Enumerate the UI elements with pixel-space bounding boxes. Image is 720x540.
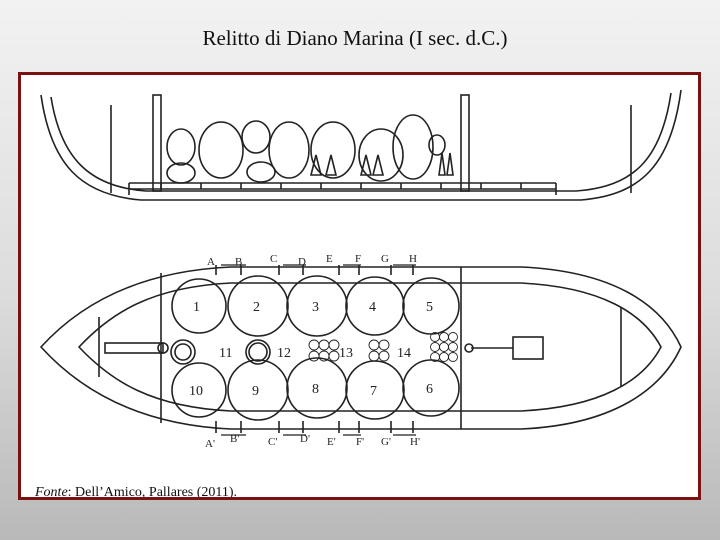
dolium-number: 9 <box>252 384 259 399</box>
hull-elevation <box>40 89 682 201</box>
dolia-numbers: 1 2 3 4 5 11 12 13 14 10 9 8 7 6 <box>189 300 433 399</box>
dolium-number: 3 <box>312 300 319 315</box>
source-text: : Dell’Amico, Pallares (2011). <box>67 485 238 500</box>
hull-plan <box>39 264 682 436</box>
section-label: C <box>270 253 277 265</box>
slide-title: Relitto di Diano Marina (I sec. d.C.) <box>202 26 508 50</box>
dolium-number: 11 <box>219 346 232 361</box>
dolium-number: 6 <box>426 382 433 397</box>
dolium-number: 2 <box>253 300 260 315</box>
dolium-number: 4 <box>369 300 376 315</box>
section-label: H' <box>410 436 420 448</box>
section-label: B' <box>230 433 239 445</box>
dolium-number: 13 <box>339 346 353 361</box>
dolium-number: 12 <box>277 346 291 361</box>
dolium-number: 7 <box>370 384 377 399</box>
section-label: F <box>355 253 361 265</box>
section-label: H <box>409 253 417 265</box>
ship-drawing: 1 2 3 4 5 11 12 13 14 10 9 8 7 6 A B C D… <box>39 89 682 450</box>
section-label: E <box>326 253 333 265</box>
dolium-number: 5 <box>426 300 433 315</box>
section-label: D <box>298 256 306 268</box>
section-label: E' <box>327 436 336 448</box>
section-label: F' <box>356 436 364 448</box>
section-label: D' <box>300 433 310 445</box>
dolium-number: 1 <box>193 300 200 315</box>
dolia-elevation <box>166 114 454 184</box>
source-label: Fonte <box>35 485 68 500</box>
section-label: G' <box>381 436 391 448</box>
section-label: A <box>207 256 215 268</box>
section-labels-bottom: A' B' C' D' E' F' G' H' <box>205 433 420 450</box>
section-label: G <box>381 253 389 265</box>
dolia-plan <box>170 275 460 421</box>
figure-frame: 1 2 3 4 5 11 12 13 14 10 9 8 7 6 A B C D… <box>18 72 701 500</box>
dolium-number: 14 <box>397 346 411 361</box>
section-label: A' <box>205 438 215 450</box>
section-label: B <box>235 256 242 268</box>
dolium-number: 10 <box>189 384 203 399</box>
dolium-number: 8 <box>312 382 319 397</box>
source-caption: Fonte: Dell’Amico, Pallares (2011). <box>35 485 238 500</box>
section-label: C' <box>268 436 277 448</box>
section-labels-top: A B C D E F G H <box>207 253 417 268</box>
